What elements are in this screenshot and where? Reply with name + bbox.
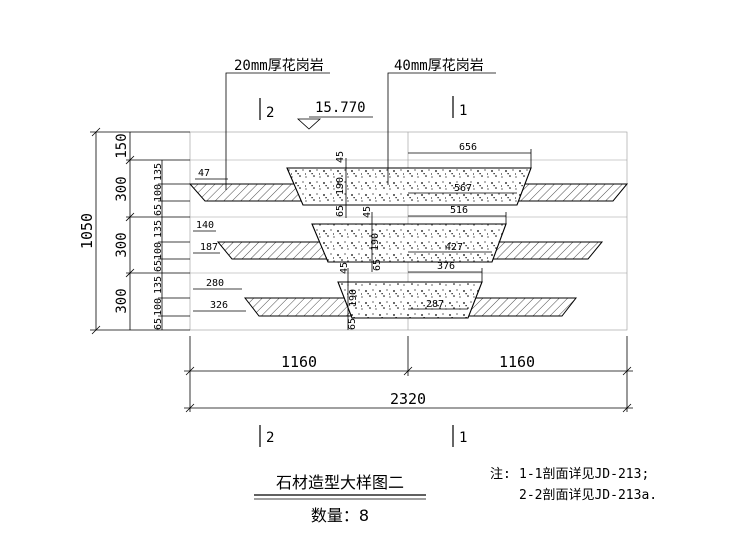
svg-text:300: 300 <box>114 288 130 313</box>
svg-text:300: 300 <box>114 176 130 201</box>
svg-text:656: 656 <box>459 142 477 153</box>
granite-block-2 <box>311 223 507 263</box>
dim-bottom-halves: 1160 1160 <box>184 336 633 412</box>
dim-row-2: 140 187 516 427 <box>193 205 507 254</box>
svg-text:100: 100 <box>153 298 164 316</box>
svg-text:2: 2 <box>266 105 274 121</box>
svg-text:45: 45 <box>335 151 346 163</box>
dim-total-width: 2320 <box>390 390 426 408</box>
notes-label: 注: <box>490 467 511 482</box>
svg-text:65: 65 <box>153 318 164 330</box>
svg-text:427: 427 <box>445 242 463 253</box>
svg-text:135: 135 <box>153 276 164 294</box>
svg-text:45: 45 <box>339 262 350 274</box>
quantity-text: 数量：8 <box>311 506 369 525</box>
svg-text:300: 300 <box>114 232 130 257</box>
dim-overall-height: 1050 <box>78 127 190 335</box>
svg-text:65: 65 <box>347 318 358 330</box>
title-block: 石材造型大样图二 数量：8 <box>254 473 426 525</box>
dim-block-heights: 45 190 65 45 190 65 45 190 65 <box>335 151 383 330</box>
svg-text:100: 100 <box>153 242 164 260</box>
svg-text:45: 45 <box>362 206 373 218</box>
dim-half-right: 1160 <box>499 353 535 371</box>
granite-block-1 <box>286 167 532 206</box>
svg-text:100: 100 <box>153 184 164 202</box>
svg-text:190: 190 <box>335 177 346 195</box>
svg-text:140: 140 <box>196 220 214 231</box>
section-mark-bottom-left: 2 <box>259 425 274 447</box>
svg-text:65: 65 <box>335 205 346 217</box>
svg-text:376: 376 <box>437 261 455 272</box>
section-mark-top-left: 2 <box>259 98 274 121</box>
stone-row-1 <box>188 167 629 206</box>
notes: 注: 1-1剖面详见JD-213; 2-2剖面详见JD-213a. <box>490 467 657 503</box>
elevation-text: 15.770 <box>315 100 366 116</box>
dim-row-1: 47 656 567 <box>195 142 532 194</box>
dim-row-3: 280 326 376 287 <box>193 261 483 312</box>
section-mark-bottom-right: 1 <box>452 425 467 447</box>
svg-text:1050: 1050 <box>78 213 96 249</box>
svg-text:516: 516 <box>450 205 468 216</box>
svg-text:287: 287 <box>426 299 444 310</box>
svg-text:190: 190 <box>370 233 381 251</box>
svg-text:187: 187 <box>200 242 218 253</box>
dim-small-column: 135 100 65 135 100 65 135 100 65 <box>153 160 190 330</box>
callout-left: 20mm厚花岗岩 <box>225 58 330 190</box>
stone-row-2 <box>216 223 604 263</box>
notes-line-2: 2-2剖面详见JD-213a. <box>519 488 657 503</box>
svg-text:135: 135 <box>153 220 164 238</box>
stone-row-3 <box>243 281 578 319</box>
drawing-title: 石材造型大样图二 <box>276 473 404 492</box>
svg-text:47: 47 <box>198 168 210 179</box>
svg-text:65: 65 <box>153 260 164 272</box>
callout-right: 40mm厚花岗岩 <box>387 58 496 185</box>
svg-text:150: 150 <box>114 133 130 158</box>
section-mark-top-right: 1 <box>452 96 467 119</box>
svg-text:65: 65 <box>153 204 164 216</box>
svg-text:326: 326 <box>210 300 228 311</box>
svg-text:1: 1 <box>459 430 467 446</box>
granite-block-3 <box>337 281 483 319</box>
dim-half-left: 1160 <box>281 353 317 371</box>
callout-right-text: 40mm厚花岗岩 <box>394 58 484 74</box>
svg-text:135: 135 <box>153 163 164 181</box>
svg-text:567: 567 <box>454 183 472 194</box>
elevation-marker: 15.770 <box>296 100 373 130</box>
callout-left-text: 20mm厚花岗岩 <box>234 58 324 74</box>
svg-text:2: 2 <box>266 430 274 446</box>
dim-bottom-total: 2320 <box>184 390 633 413</box>
dim-segments: 150 300 300 300 <box>114 132 190 330</box>
svg-text:190: 190 <box>348 289 359 307</box>
notes-line-1: 1-1剖面详见JD-213; <box>519 467 649 482</box>
svg-text:1: 1 <box>459 103 467 119</box>
svg-text:65: 65 <box>372 259 383 271</box>
svg-text:280: 280 <box>206 278 224 289</box>
